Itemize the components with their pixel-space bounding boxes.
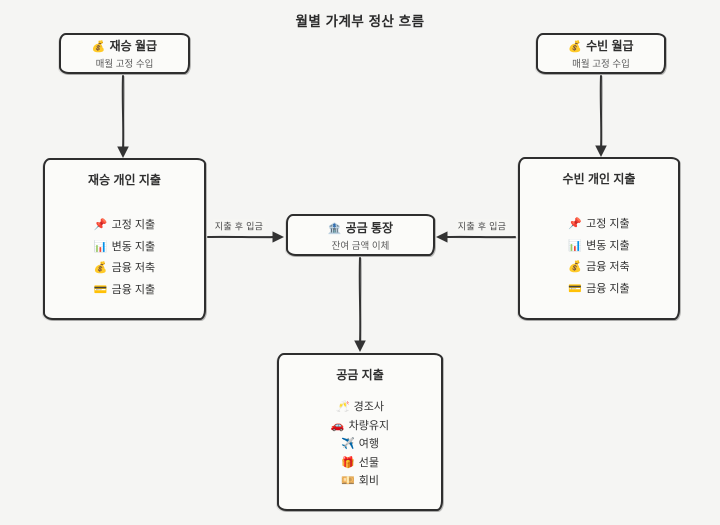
salary-jaeseung-label: 💰재승 월급 xyxy=(91,39,158,53)
credit-card-icon: 💳 xyxy=(93,283,108,296)
money-bag-icon: 💰 xyxy=(568,41,583,53)
list-item: 📊변동 지출 xyxy=(93,240,156,253)
joint-expense-title: 공금 지출 xyxy=(336,368,384,382)
node-salary-jaeseung[interactable]: 💰재승 월급 매월 고정 수입 xyxy=(59,33,190,74)
list-item: 💳금융 지출 xyxy=(568,282,630,295)
banknote-icon: 💴 xyxy=(341,475,355,487)
list-item: 📌고정 지출 xyxy=(568,218,630,230)
list-item: 💴회비 xyxy=(341,475,379,487)
joint-account-subtitle: 잔여 금액 이체 xyxy=(331,240,390,252)
list-item: 💳금융 지출 xyxy=(93,283,156,296)
salary-subin-label: 💰수빈 월급 xyxy=(568,39,634,53)
list-item: 🚗차량유지 xyxy=(330,419,390,432)
bank-icon: 🏦 xyxy=(327,222,342,235)
edge-salary-right-down xyxy=(599,75,603,149)
list-item: ✈️여행 xyxy=(341,438,379,450)
credit-card-icon: 💳 xyxy=(568,282,583,295)
gift-icon: 🎁 xyxy=(341,456,355,469)
personal-subin-title: 수빈 개인 지출 xyxy=(562,172,636,186)
node-salary-subin[interactable]: 💰수빈 월급 매월 고정 수입 xyxy=(536,33,666,74)
money-bag-icon: 💰 xyxy=(93,262,108,274)
list-item: 💰금융 저축 xyxy=(568,261,630,273)
personal-subin-items: 📌고정 지출 📊변동 지출 💰금융 저축 💳금융 지출 xyxy=(520,214,678,300)
bar-chart-icon: 📊 xyxy=(568,239,583,252)
salary-subin-subtitle: 매월 고정 수입 xyxy=(572,59,630,70)
node-personal-expense-subin[interactable]: 수빈 개인 지출 📌고정 지출 📊변동 지출 💰금융 저축 💳금융 지출 xyxy=(518,157,680,320)
arrowhead-left-box xyxy=(117,146,129,158)
edge-label-right: 지출 후 입금 xyxy=(455,219,509,233)
node-joint-expense[interactable]: 공금 지출 🥂경조사 🚗차량유지 ✈️여행 🎁선물 💴회비 xyxy=(277,353,443,511)
list-item: 🥂경조사 xyxy=(335,401,385,413)
list-item: 📌고정 지출 xyxy=(93,219,156,231)
edge-salary-left-down xyxy=(121,75,125,150)
money-bag-icon: 💰 xyxy=(568,261,583,273)
arrowhead-into-joint-left xyxy=(272,231,284,243)
list-item: 💰금융 저축 xyxy=(93,262,156,274)
personal-jaeseung-items: 📌고정 지출 📊변동 지출 💰금융 저축 💳금융 지출 xyxy=(45,215,204,301)
salary-jaeseung-subtitle: 매월 고정 수입 xyxy=(95,59,154,70)
list-item: 🎁선물 xyxy=(341,456,379,469)
node-joint-account[interactable]: 🏦공금 통장 잔여 금액 이체 xyxy=(286,214,435,256)
airplane-icon: ✈️ xyxy=(341,438,355,450)
money-bag-icon: 💰 xyxy=(91,41,106,53)
joint-expense-items: 🥂경조사 🚗차량유지 ✈️여행 🎁선물 💴회비 xyxy=(279,398,441,491)
edge-label-left: 지출 후 입금 xyxy=(212,219,266,233)
arrowhead-into-joint-right xyxy=(436,231,448,243)
edge-joint-down xyxy=(358,257,362,344)
pushpin-icon: 📌 xyxy=(568,218,583,230)
joint-account-label: 🏦공금 통장 xyxy=(327,220,394,235)
clinking-glasses-icon: 🥂 xyxy=(335,401,350,413)
list-item: 📊변동 지출 xyxy=(568,239,630,252)
arrowhead-joint-expense xyxy=(354,340,366,352)
node-personal-expense-jaeseung[interactable]: 재승 개인 지출 📌고정 지출 📊변동 지출 💰금융 저축 💳금융 지출 xyxy=(43,158,206,320)
car-icon: 🚗 xyxy=(330,419,345,432)
pushpin-icon: 📌 xyxy=(93,219,108,231)
arrowhead-right-box xyxy=(595,145,607,157)
personal-jaeseung-title: 재승 개인 지출 xyxy=(88,173,161,187)
bar-chart-icon: 📊 xyxy=(93,240,108,253)
diagram-title: 월별 가계부 정산 흐름 xyxy=(295,14,425,29)
